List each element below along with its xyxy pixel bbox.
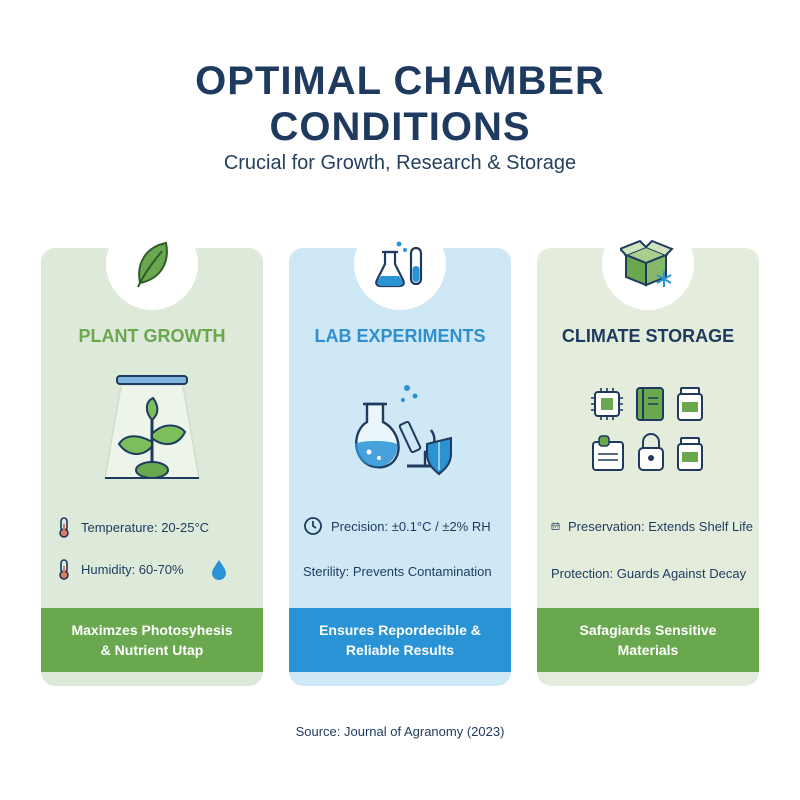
stat-text: Precision: ±0.1°C / ±2% RH	[331, 518, 491, 534]
card-title: CLIMATE STORAGE	[561, 326, 735, 346]
footer-line-1: Maximzes Photosyhesis	[71, 622, 233, 638]
thermometer-icon	[59, 559, 69, 580]
document-icon	[592, 435, 624, 471]
clock-icon	[304, 517, 322, 535]
stat-text: Humidity: 60-70%	[81, 561, 184, 577]
badge-plant	[106, 218, 198, 310]
card-lab-experiments: LAB EXPERIMENTS Precision: ±0.1°C / ±2% …	[289, 248, 511, 686]
chip-icon	[591, 388, 623, 420]
card-footer: Maximzes Photosyhesis & Nutrient Utap	[41, 608, 263, 672]
grow-light-plant-icon	[104, 375, 200, 479]
stat-humidity: Humidity: 60-70%	[55, 558, 257, 580]
stat-text: Preservation: Extends Shelf Life	[568, 518, 753, 534]
page-subtitle: Crucial for Growth, Research & Storage	[223, 152, 577, 174]
stat-precision: Precision: ±0.1°C / ±2% RH	[303, 516, 505, 536]
card-climate-storage: CLIMATE STORAGE	[537, 248, 759, 686]
flask-test-tube-icon	[375, 241, 423, 288]
microscope-shield-icon	[355, 385, 452, 476]
stat-preservation: Preservation: Extends Shelf Life	[551, 516, 753, 536]
jar-icon	[677, 437, 703, 471]
jar-icon	[677, 387, 703, 421]
footer-line-1: Ensures Repordecible &	[319, 622, 481, 638]
badge-storage	[602, 218, 694, 310]
card-footer: Safagiards Sensitive Materials	[537, 608, 759, 672]
footer-line-2: & Nutrient Utap	[100, 642, 204, 658]
stat-text: Temperature: 20-25°C	[81, 519, 210, 535]
badge-lab	[354, 218, 446, 310]
stat-text: Sterility: Prevents Contamination	[303, 564, 492, 579]
title-line-2: CONDITIONS	[269, 105, 531, 149]
source-citation: Source: Journal of Agranomy (2023)	[295, 724, 505, 739]
footer-line-1: Safagiards Sensitive	[579, 622, 717, 638]
card-footer: Ensures Repordecible & Reliable Results	[289, 608, 511, 672]
box-snowflake-icon	[620, 239, 674, 287]
card-title: LAB EXPERIMENTS	[314, 326, 486, 346]
stat-protection: Protection: Guards Against Decay	[551, 566, 753, 581]
thermometer-icon	[59, 517, 69, 538]
water-drop-icon	[211, 560, 226, 580]
card-title: PLANT GROWTH	[78, 326, 226, 346]
leaf-icon	[137, 241, 168, 288]
book-icon	[636, 387, 664, 421]
calendar-icon	[551, 522, 560, 530]
storage-items-icon	[591, 387, 703, 471]
title-line-1: OPTIMAL CHAMBER	[195, 59, 605, 103]
page-title: OPTIMAL CHAMBER CONDITIONS	[0, 58, 800, 150]
footer-line-2: Reliable Results	[345, 642, 455, 658]
footer-line-2: Materials	[617, 642, 679, 658]
stat-temperature: Temperature: 20-25°C	[55, 516, 257, 538]
stat-text: Protection: Guards Against Decay	[551, 566, 747, 581]
card-plant-growth: PLANT GROWTH Temperature: 20-25°C Humidi…	[41, 248, 263, 686]
lock-icon	[638, 433, 664, 471]
stat-sterility: Sterility: Prevents Contamination	[303, 564, 505, 579]
